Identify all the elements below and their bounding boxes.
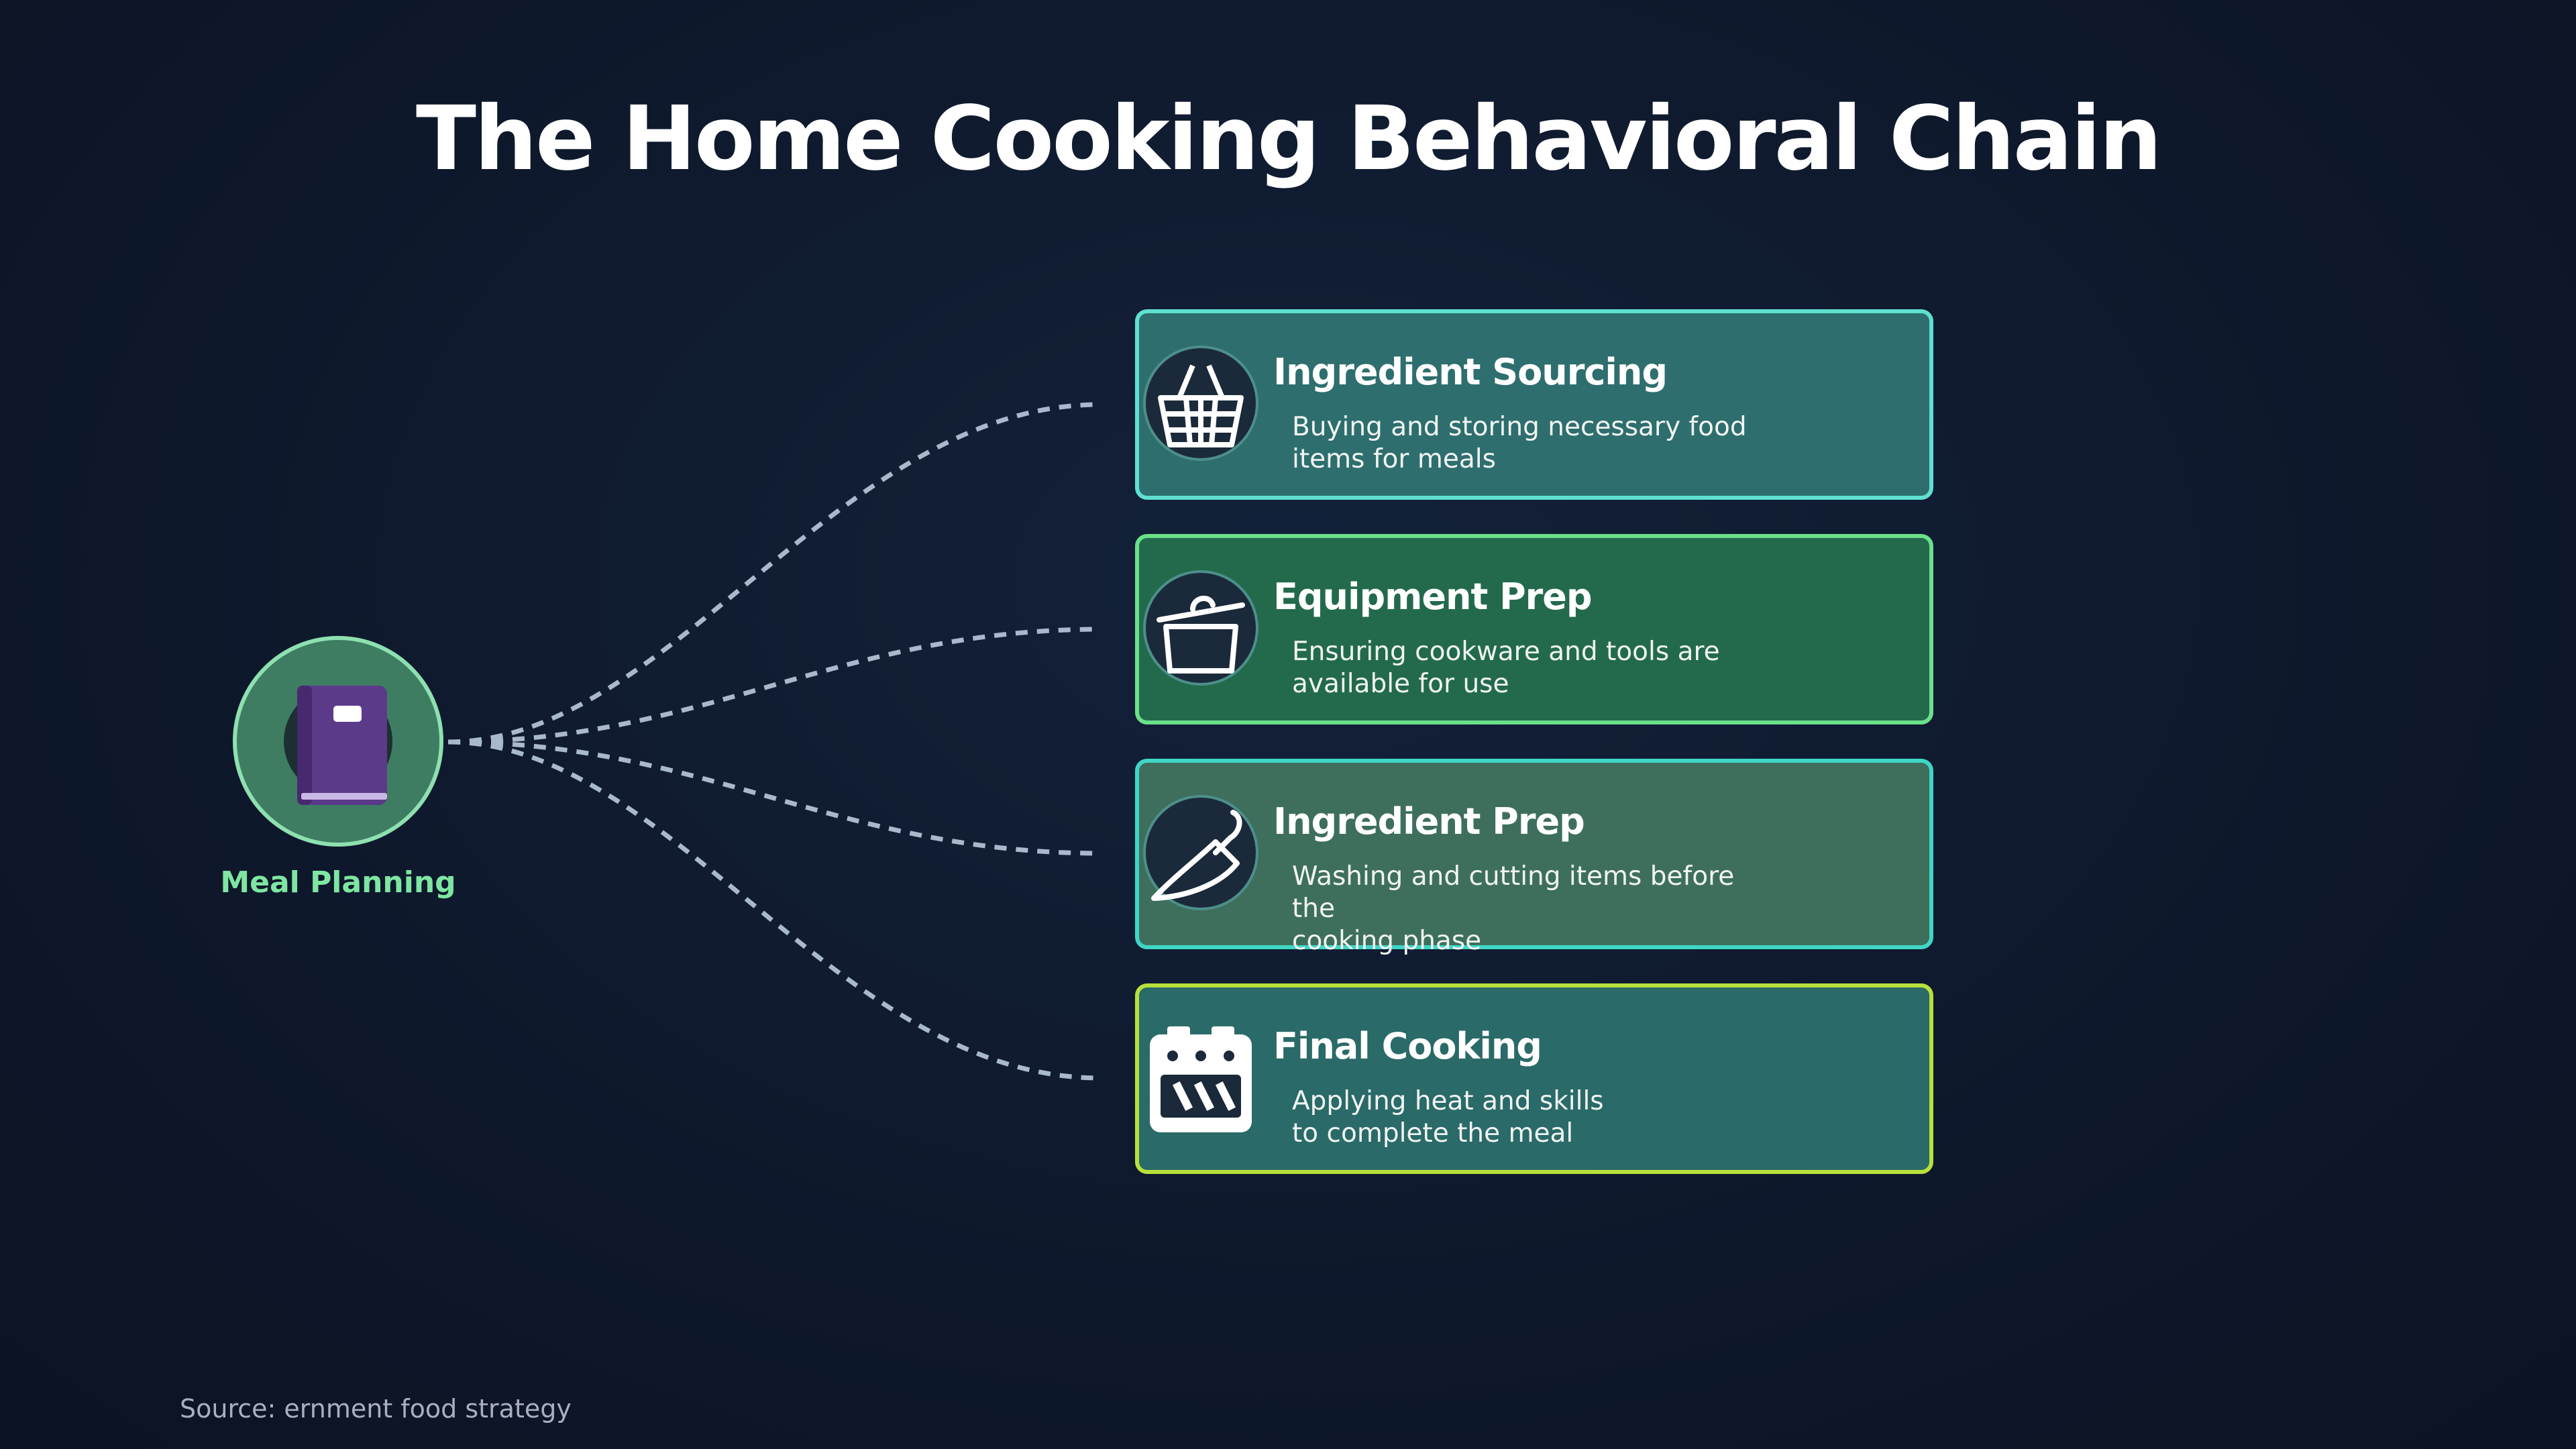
pot-icon	[1157, 596, 1245, 674]
step-title: Final Cooking	[1273, 1025, 1542, 1067]
stove-icon	[1150, 1026, 1252, 1132]
step-title: Equipment Prep	[1273, 576, 1593, 618]
connector-equipment-prep	[447, 627, 1101, 745]
step-icon-badge	[1143, 795, 1258, 910]
step-card-ingredient-sourcing: Ingredient Sourcing Buying and storing n…	[1135, 309, 1933, 500]
notebook-icon	[297, 686, 387, 805]
hub-label: Meal Planning	[220, 865, 456, 900]
page-title: The Home Cooking Behavioral Chain	[415, 87, 2162, 191]
step-icon-badge	[1143, 345, 1258, 461]
meal-planning-node	[233, 636, 443, 847]
connector-final-cooking	[447, 739, 1101, 1081]
step-title: Ingredient Sourcing	[1273, 351, 1668, 393]
source-note: Source: ernment food strategy	[180, 1394, 572, 1424]
basket-icon	[1158, 364, 1244, 447]
connector-ingredient-prep	[447, 739, 1101, 856]
step-title: Ingredient Prep	[1273, 800, 1585, 843]
step-card-equipment-prep: Equipment Prep Ensuring cookware and too…	[1135, 534, 1933, 724]
step-icon-badge	[1143, 1020, 1258, 1135]
step-icon-badge	[1143, 570, 1258, 686]
knife-icon	[1151, 810, 1242, 901]
step-card-ingredient-prep: Ingredient Prep Washing and cutting item…	[1135, 759, 1933, 956]
connector-ingredient-sourcing	[447, 402, 1101, 745]
